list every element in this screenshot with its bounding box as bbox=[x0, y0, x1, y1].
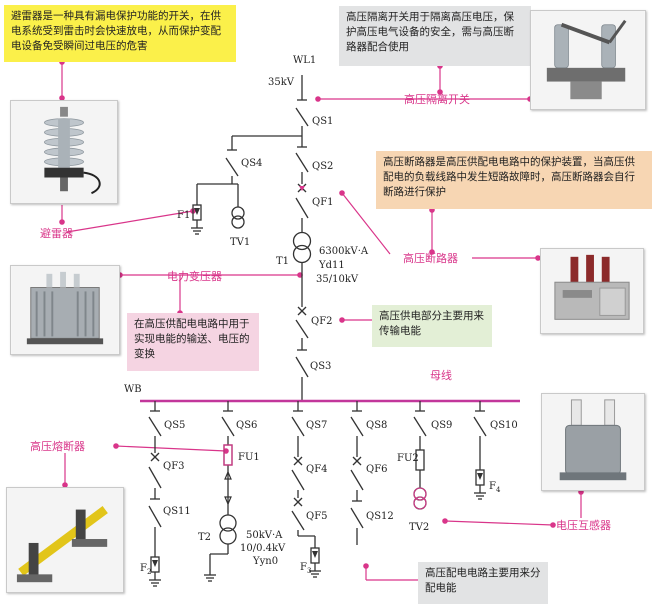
label-qs7: QS7 bbox=[306, 420, 327, 431]
callout-arrester: 避雷器是一种具有漏电保护功能的开关，在供电系统受到雷击时会快速放电，从而保护变配… bbox=[4, 5, 236, 62]
label-f2: F2 bbox=[140, 563, 151, 576]
label-t2: T2 bbox=[198, 532, 211, 543]
fuse-photo bbox=[6, 487, 124, 593]
f1-arrow bbox=[194, 208, 200, 215]
label-t1: T1 bbox=[276, 256, 289, 267]
label-arrester: 避雷器 bbox=[40, 226, 73, 240]
label-tv2: TV2 bbox=[409, 522, 429, 533]
label-qf4: QF4 bbox=[306, 464, 328, 475]
disconnector-photo bbox=[530, 10, 646, 110]
label-f3: F3 bbox=[300, 562, 311, 575]
qf1-marker bbox=[299, 186, 305, 191]
label-qs2: QS2 bbox=[312, 161, 333, 172]
label-wl1: WL1 bbox=[293, 55, 316, 66]
label-wb: WB bbox=[124, 384, 142, 395]
label-qs1: QS1 bbox=[312, 116, 333, 127]
label-qs10: QS10 bbox=[490, 420, 518, 431]
label-qf6: QF6 bbox=[366, 464, 388, 475]
label-qs4: QS4 bbox=[241, 158, 262, 169]
label-qs11: QS11 bbox=[163, 506, 191, 517]
label-f1: F1 bbox=[177, 210, 190, 221]
label-qf1: QF1 bbox=[312, 197, 334, 208]
label-busbar: 母线 bbox=[430, 368, 452, 382]
callout-hv-distribution: 高压配电电路主要用来分配电能 bbox=[418, 562, 548, 604]
label-t2-rating-1: 50kV·A bbox=[246, 530, 283, 541]
label-t1-rating-3: 35/10kV bbox=[316, 274, 359, 285]
label-35kv: 35kV bbox=[268, 77, 295, 88]
label-breaker: 高压断路器 bbox=[403, 251, 458, 265]
label-t1-rating-1: 6300kV·A bbox=[319, 246, 369, 257]
main-feeder bbox=[191, 75, 312, 401]
callout-hv-supply: 高压供电部分主要用来传输电能 bbox=[372, 305, 492, 347]
label-t2-rating-2: 10/0.4kV bbox=[240, 543, 286, 554]
callout-connectors bbox=[61, 62, 582, 581]
label-t1-rating-2: Yd11 bbox=[318, 260, 345, 271]
label-tv1: TV1 bbox=[230, 237, 250, 248]
label-fu1: FU1 bbox=[238, 452, 260, 463]
label-qs8: QS8 bbox=[366, 420, 387, 431]
callout-transformer: 在高压供配电电路中用于实现电能的输送、电压的变换 bbox=[127, 313, 259, 371]
arrester-photo bbox=[10, 100, 118, 204]
label-qf2: QF2 bbox=[311, 316, 333, 327]
label-fuse: 高压熔断器 bbox=[30, 439, 85, 453]
label-fu2: FU2 bbox=[397, 453, 419, 464]
callout-disconnector: 高压隔离开关用于隔离高压电压，保护高压电气设备的安全，需与高压断路器配合使用 bbox=[339, 6, 531, 66]
breaker-photo bbox=[540, 248, 644, 334]
distribution-branches bbox=[148, 401, 487, 587]
label-vt: 电压互感器 bbox=[556, 519, 611, 532]
callout-breaker: 高压断路器是高压供配电电路中的保护装置，当高压供配电的负载线路中发生短路故障时，… bbox=[376, 151, 652, 209]
label-t2-rating-3: Yyn0 bbox=[252, 556, 278, 567]
transformer-photo bbox=[10, 265, 120, 355]
label-disconnector: 高压隔离开关 bbox=[404, 92, 470, 106]
label-qs12: QS12 bbox=[366, 511, 394, 522]
branch-markers bbox=[152, 444, 483, 567]
label-qs6: QS6 bbox=[236, 420, 257, 431]
vt-photo bbox=[541, 393, 645, 491]
label-f4: F4 bbox=[489, 481, 501, 494]
label-qs3: QS3 bbox=[310, 361, 331, 372]
label-transformer: 电力变压器 bbox=[167, 269, 222, 283]
label-qf3: QF3 bbox=[163, 461, 185, 472]
label-qf5: QF5 bbox=[306, 511, 328, 522]
label-qs5: QS5 bbox=[164, 420, 185, 431]
label-qs9: QS9 bbox=[431, 420, 452, 431]
